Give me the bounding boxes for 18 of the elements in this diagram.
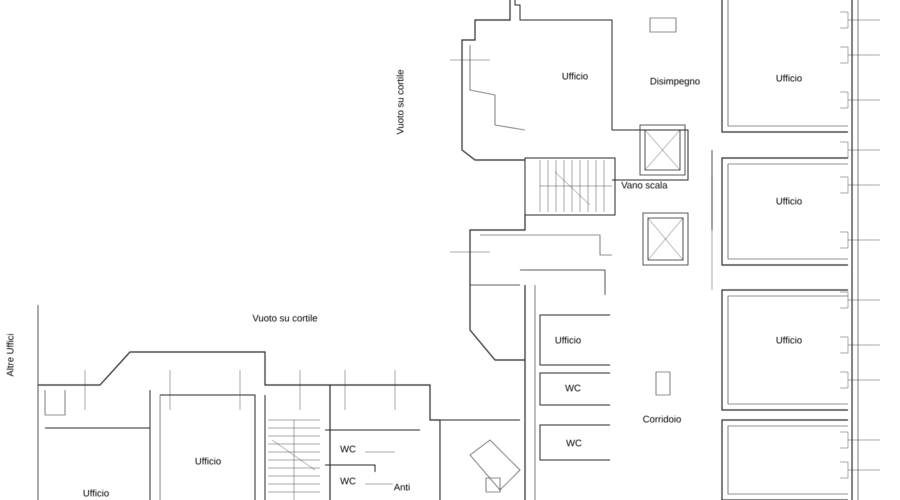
room-label: Ufficio — [774, 196, 804, 206]
room-label: Disimpegno — [648, 76, 702, 88]
room-label: Vuoto su cortile — [396, 68, 404, 136]
room-label: Ufficio — [554, 336, 582, 344]
room-label: Altre Uffici — [6, 332, 14, 378]
room-label: WC — [564, 384, 582, 392]
room-label: Vuoto su cortile — [251, 314, 319, 322]
room-label: Ufficio — [82, 488, 110, 498]
room-label: WC — [339, 444, 357, 454]
room-label: WC — [339, 476, 357, 486]
room-label: Ufficio — [194, 456, 222, 466]
room-label: Ufficio — [774, 74, 804, 82]
room-label: Anti — [392, 482, 412, 492]
room-label: Ufficio — [774, 336, 804, 344]
room-label: Ufficio — [560, 72, 590, 80]
room-label: WC — [565, 438, 583, 448]
room-label: Corridoio — [642, 414, 682, 424]
room-label: Vano scala — [620, 180, 668, 190]
